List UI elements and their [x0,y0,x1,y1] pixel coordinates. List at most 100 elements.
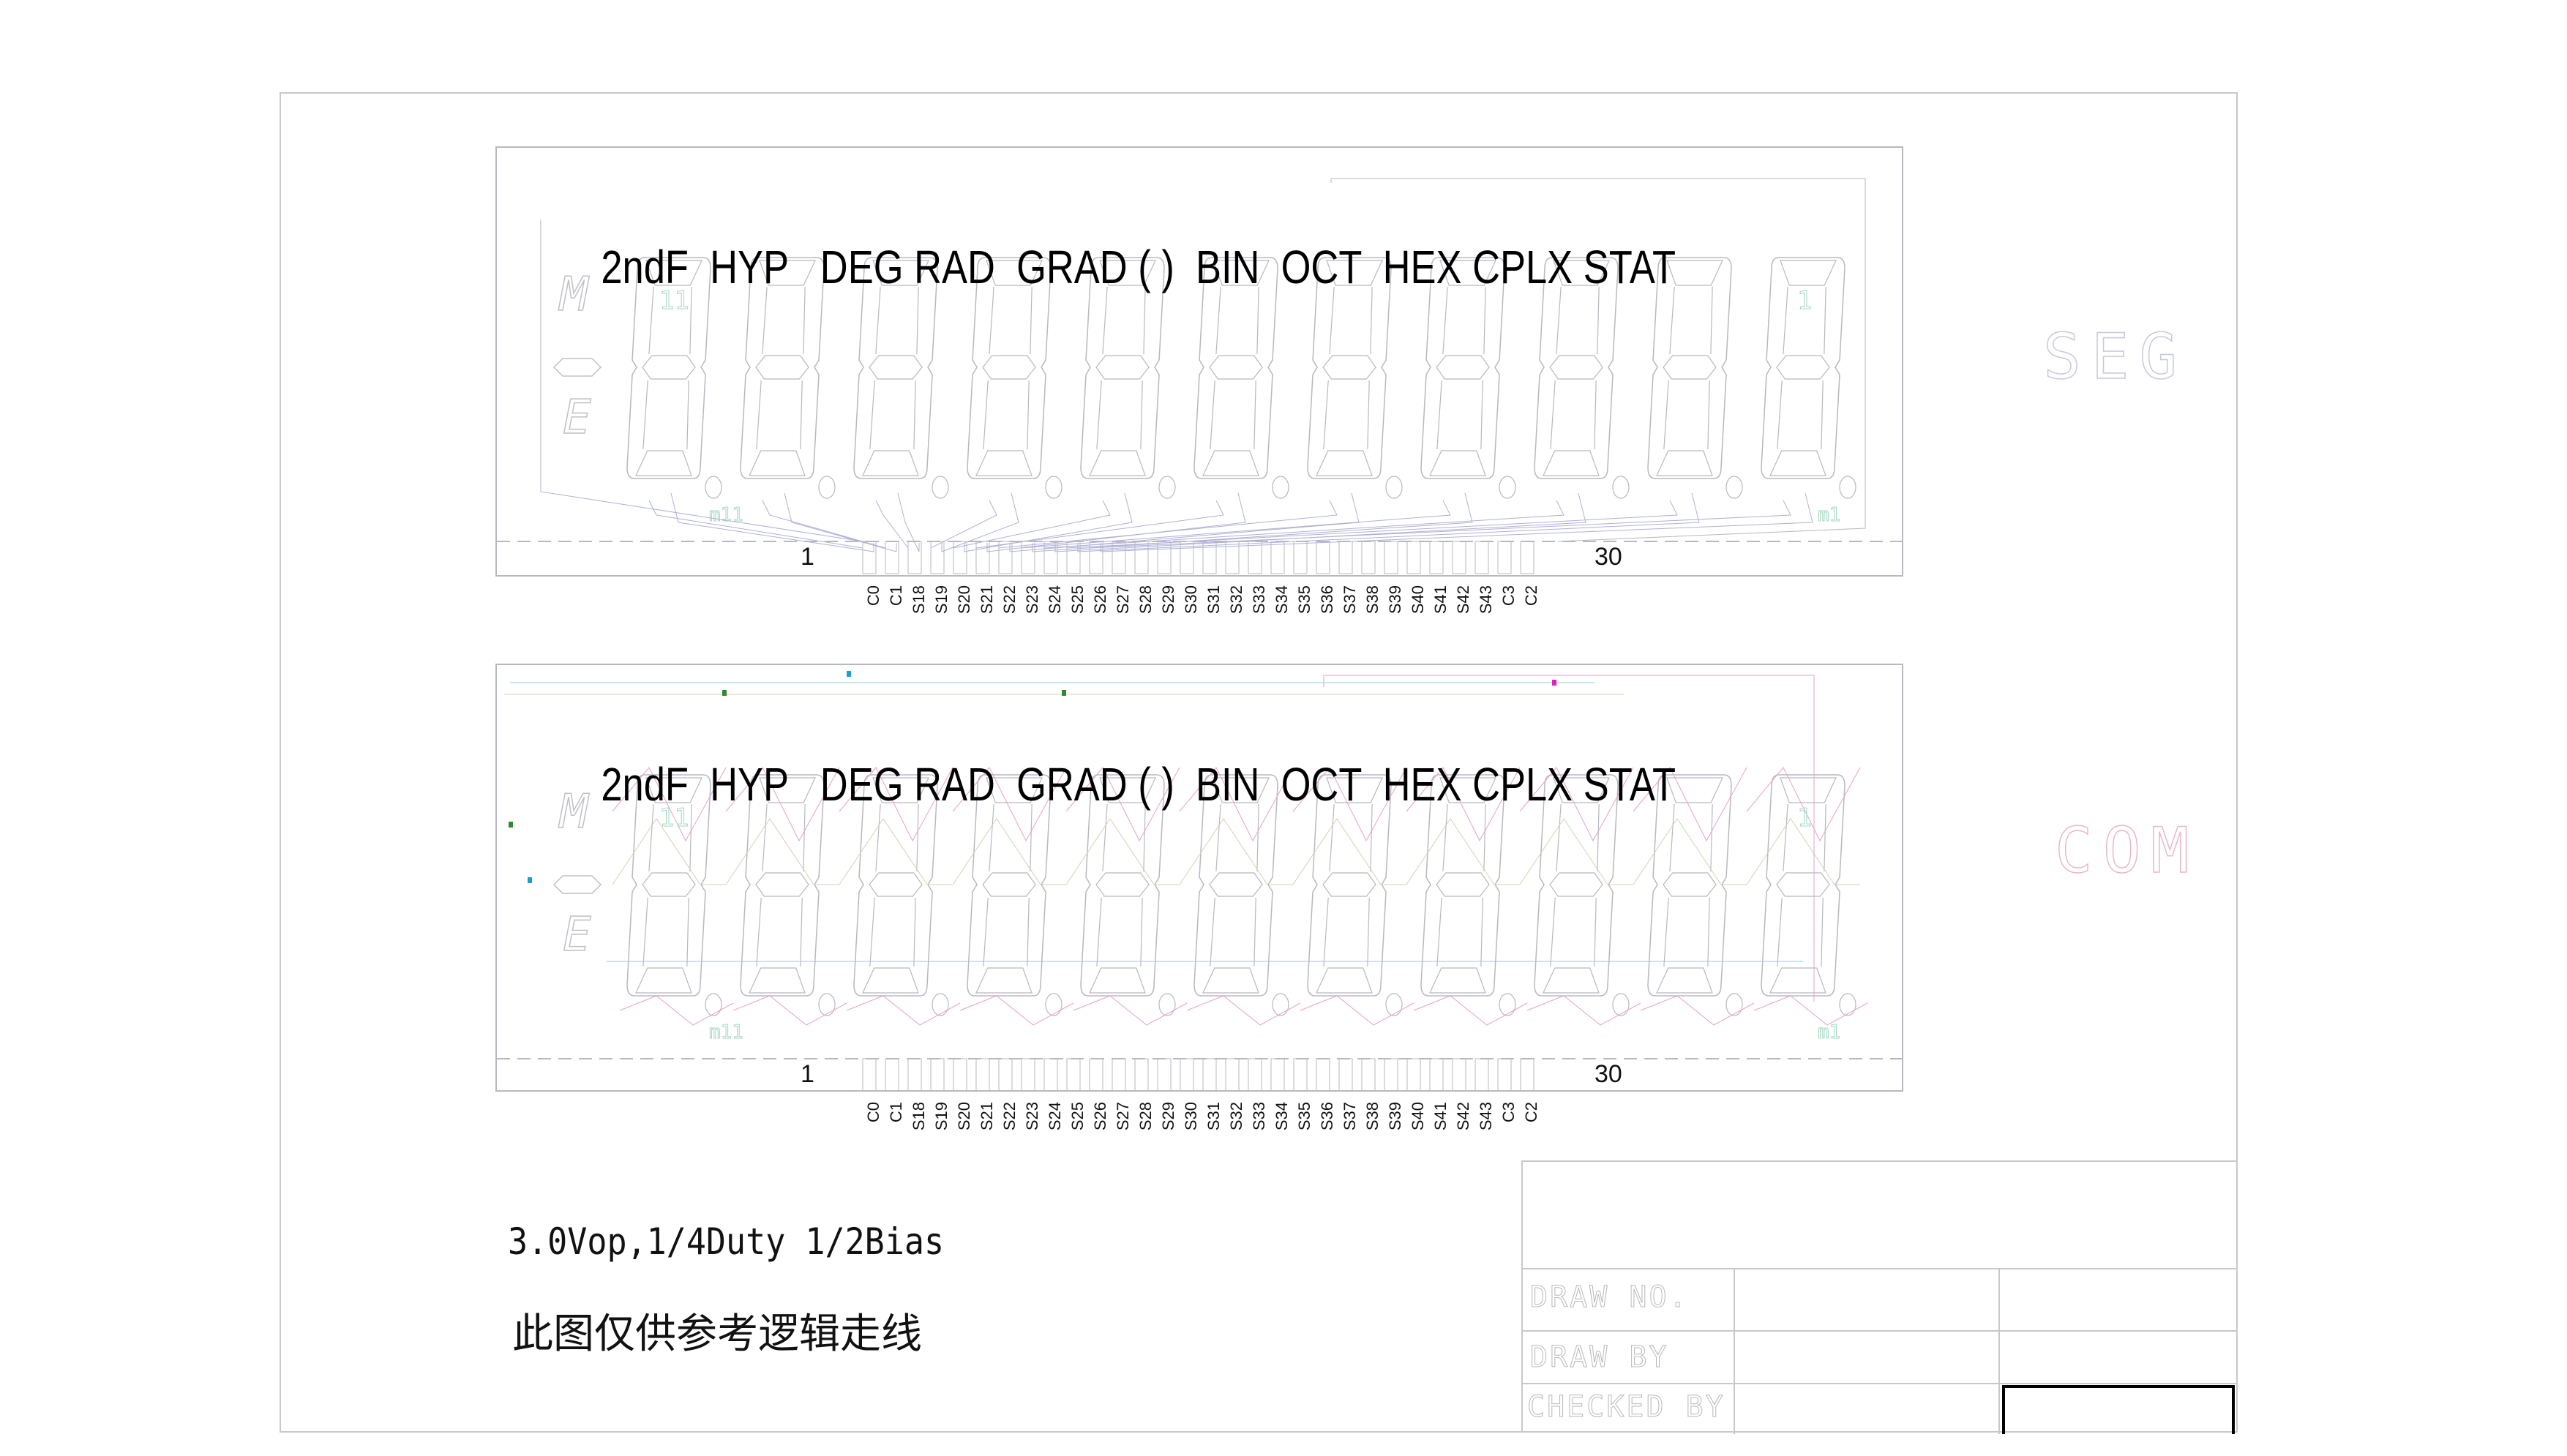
pin-label-text: S42 [1453,585,1472,615]
annunciator-hex: HEX [1382,241,1462,293]
annunciator-grad: GRAD [1016,758,1128,811]
pin-label: C2 [1518,585,1541,629]
annunciator-stat: STAT [1583,241,1676,293]
pin-label: S40 [1405,585,1428,629]
pin [1225,1058,1240,1092]
pin [1043,1058,1058,1092]
pin [1406,1058,1421,1092]
pin-label-text: S38 [1363,585,1382,615]
pin-label-text: S39 [1385,1102,1404,1131]
pin [1361,541,1376,574]
pin-label: S21 [974,1102,997,1146]
decimal-point [1612,993,1630,1016]
pin [1066,541,1081,574]
seven-segment-digit [967,774,1063,1016]
pin-label-text: S23 [1022,1102,1041,1131]
pin-label-text: S38 [1363,1102,1382,1131]
memory-indicator: M [558,268,590,322]
pin-label: S27 [1110,585,1133,629]
node-dot [509,822,513,828]
pin-label-text: S26 [1090,585,1109,615]
annunciator-cplx: CPLX [1472,241,1573,293]
pin-label-text: C0 [863,1102,882,1123]
title-block-col-divider [1734,1268,1735,1434]
pin [1293,1058,1308,1092]
pin [1316,541,1330,574]
pin-label-text: C1 [886,1102,905,1123]
pin [930,541,945,574]
node-dot [1552,680,1556,686]
pin [1134,1058,1149,1092]
pin-label: S36 [1314,1102,1337,1146]
pin-label: S20 [951,1102,974,1146]
pin-label-text: S30 [1181,585,1200,615]
pin-label: S26 [1087,1102,1110,1146]
seven-segment-digit [853,774,949,1016]
title-block-divider [1523,1268,2238,1269]
pin-label: S34 [1269,585,1292,629]
decimal-point [1725,476,1743,499]
annunciator-row: 2ndF HYP DEG RAD GRAD ( ) BIN OCT HEX CP… [558,186,1676,348]
pin [1384,1058,1398,1092]
pin-label-text: S24 [1045,585,1064,615]
pin-label-text: C1 [886,585,905,607]
pin [1406,541,1421,574]
approval-box[interactable] [2002,1385,2235,1434]
pin-label: S37 [1337,585,1360,629]
pin-label: S43 [1473,585,1496,629]
decimal-point [1499,993,1516,1016]
seven-segment-digit [1193,774,1289,1016]
pin [1112,541,1126,574]
decimal-point [932,476,949,499]
decimal-point [818,993,836,1016]
pin [1270,541,1285,574]
pin-label-text: S34 [1272,1102,1291,1131]
pin [1361,1058,1376,1092]
annunciator-hyp: HYP [710,758,789,811]
pin [953,541,967,574]
pin-label-text: S20 [954,585,973,615]
seven-segment-digit [1307,257,1403,499]
pin-label: S18 [906,585,929,629]
pin-label: S35 [1292,585,1314,629]
minus-indicator [552,358,602,377]
annunciator-paren-close: ) [1161,758,1174,811]
title-block: DRAW NO. DRAW BY CHECKED BY [1521,1160,2238,1434]
pin-label-text: S35 [1294,1102,1314,1131]
pin-label-text: S37 [1340,1102,1359,1131]
annunciator-deg: DEG [820,758,904,811]
digit-label: 1 [1797,803,1812,833]
pin-label-text: S25 [1068,585,1087,615]
pin-label: S38 [1360,1102,1382,1146]
annunciator-rad: RAD [914,758,995,811]
decimal-point [1385,476,1403,499]
pin [907,541,922,574]
memory-indicator: M [558,785,590,839]
pin-label-text: S33 [1249,585,1268,615]
pin-label: S33 [1246,1102,1269,1146]
seven-segment-digit [740,774,836,1016]
pin [1180,541,1194,574]
pin-label-text: S19 [932,1102,951,1131]
annunciator-cplx: CPLX [1472,758,1573,811]
pin [1338,541,1353,574]
decimal-point [932,993,949,1016]
title-block-col-divider [1998,1268,2000,1434]
pin [1157,1058,1172,1092]
digit-label: 11 [659,803,689,833]
pin-label-text: S26 [1090,1102,1109,1131]
title-block-divider [1523,1330,2238,1332]
pin-label: C0 [861,1102,883,1146]
pin [1429,1058,1444,1092]
pin-label-text: S28 [1136,585,1155,615]
pin-label-text: S29 [1158,585,1177,615]
pin-label-text: S41 [1431,585,1450,615]
pin-label: S39 [1382,585,1405,629]
pin [1474,1058,1489,1092]
pin-label: S26 [1087,585,1110,629]
pin-label-text: S18 [909,585,928,615]
pin [1338,1058,1353,1092]
